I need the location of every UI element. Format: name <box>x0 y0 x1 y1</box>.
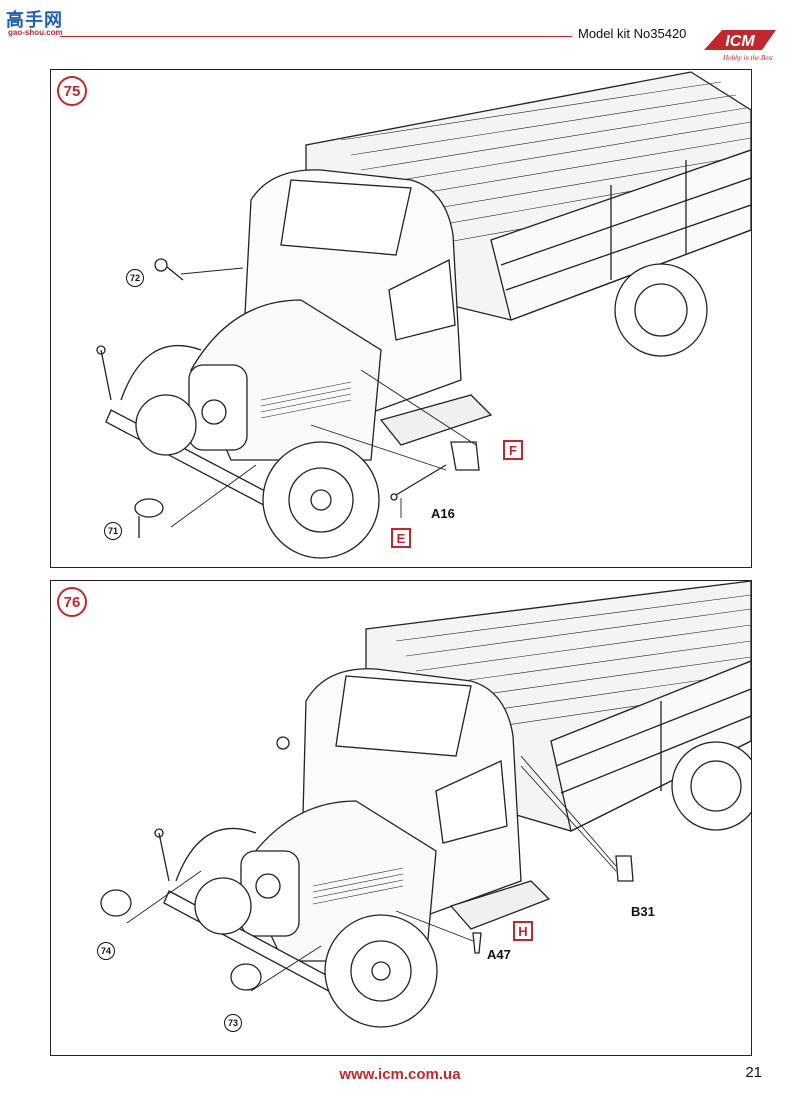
watermark-text: 高手网 <box>6 10 63 30</box>
footer-website-link[interactable]: www.icm.com.ua <box>339 1066 461 1083</box>
model-kit-number: Model kit No35420 <box>578 26 687 41</box>
part-label-B31: B31 <box>631 904 655 919</box>
icm-logo: ICM Hobby in the Best <box>700 24 780 66</box>
callout-73: 73 <box>224 1014 242 1032</box>
part-label-A16: A16 <box>431 506 455 521</box>
truck-assembly-drawing-75 <box>96 71 751 559</box>
paint-tag-H: H <box>513 921 533 941</box>
step-number-badge: 76 <box>57 587 87 617</box>
logo-text: ICM <box>725 33 755 50</box>
step-number-badge: 75 <box>57 76 87 106</box>
callout-71: 71 <box>104 522 122 540</box>
watermark-logo: 高手网 gao-shou.com <box>6 6 72 37</box>
part-label-A47: A47 <box>487 947 511 962</box>
logo-tagline: Hobby in the Best <box>722 54 774 62</box>
header-rule <box>60 36 572 37</box>
truck-assembly-drawing-76 <box>100 581 751 1028</box>
paint-tag-E: E <box>391 528 411 548</box>
step-75-panel: 75 72 71 F E A16 <box>50 69 752 568</box>
page-number: 21 <box>745 1064 762 1081</box>
callout-74: 74 <box>97 942 115 960</box>
watermark-subtext: gao-shou.com <box>8 28 63 37</box>
callout-72: 72 <box>126 269 144 287</box>
step-76-panel: 76 74 73 H B31 A47 <box>50 580 752 1056</box>
paint-tag-F: F <box>503 440 523 460</box>
